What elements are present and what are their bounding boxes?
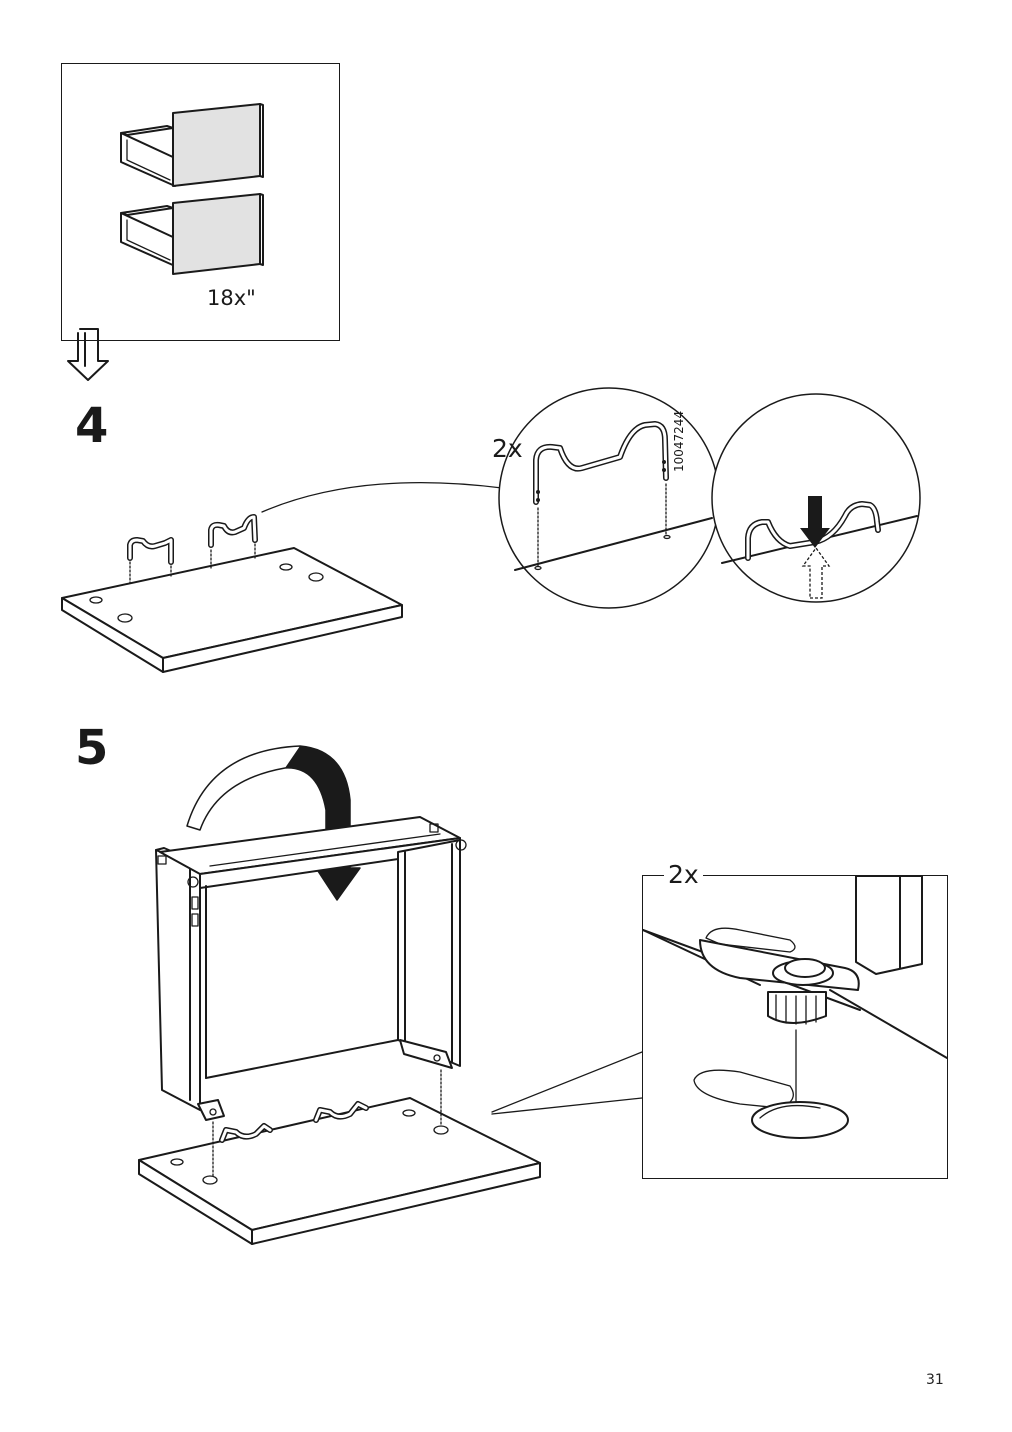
press-down-arrow-icon — [800, 496, 830, 548]
callout-connector — [261, 481, 527, 521]
page-number: 31 — [926, 1372, 944, 1388]
step-5-detail-quantity: 2x — [664, 862, 703, 887]
drawer-lower — [120, 193, 264, 275]
drawer-illustration — [120, 103, 264, 275]
step-5-detail-illustration — [642, 875, 948, 1139]
callout-line-top — [491, 1051, 643, 1113]
step-4-number: 4 — [75, 398, 109, 454]
bottom-panel — [61, 547, 403, 673]
drawer-upper — [120, 103, 264, 187]
step-4-detail-quantity: 2x — [492, 434, 523, 463]
cabinet-frame — [155, 816, 467, 1121]
step-4-illustration — [61, 481, 527, 673]
step-5-number: 5 — [75, 720, 109, 776]
detail-circle-wire — [498, 387, 720, 609]
callout-line-bottom — [491, 1097, 643, 1115]
reference-box — [61, 63, 340, 341]
reference-quantity: 18x" — [207, 286, 256, 310]
wire-support-left — [127, 537, 174, 584]
continue-arrow-icon — [67, 328, 109, 381]
bottom-panel-step5 — [138, 1069, 541, 1245]
detail-circle-press — [711, 393, 921, 603]
step-5-illustration — [138, 745, 643, 1245]
wire-support-right — [208, 514, 258, 569]
dashed-up-arrow-icon — [801, 546, 831, 599]
